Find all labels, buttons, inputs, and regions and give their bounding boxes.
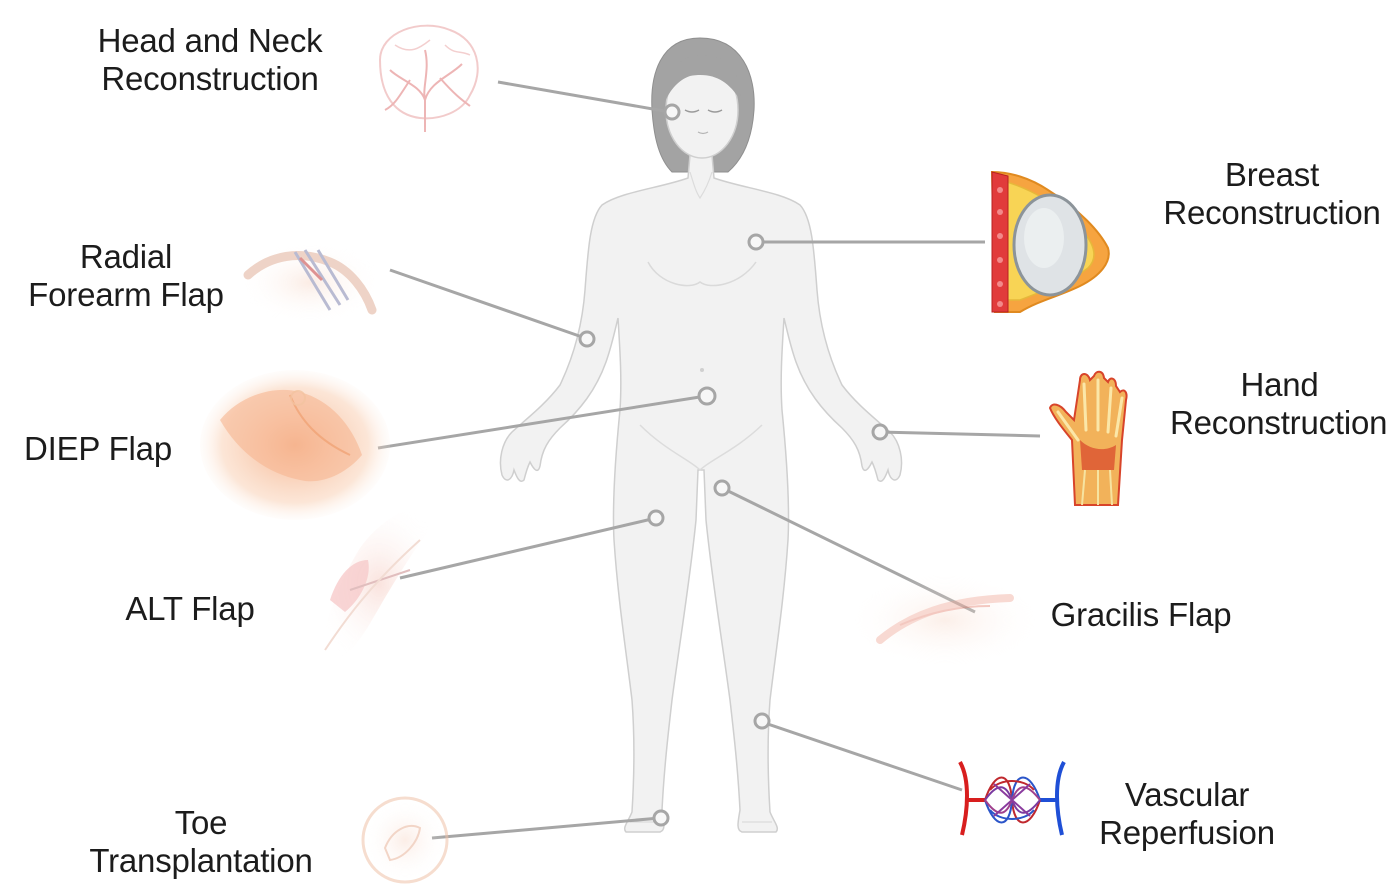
marker-radial — [580, 332, 594, 346]
label-alt-line1: ALT Flap — [110, 590, 270, 628]
label-radial: Radial Forearm Flap — [10, 238, 242, 314]
marker-breast — [749, 235, 763, 249]
gracilis-flap-icon — [855, 575, 1035, 665]
toe-icon — [363, 798, 447, 882]
label-head-neck-line2: Reconstruction — [74, 60, 346, 98]
label-hand: Hand Reconstruction — [1170, 366, 1399, 442]
body-silhouette — [500, 155, 901, 832]
label-hand-line2: Reconstruction — [1170, 404, 1399, 442]
leader-head-neck — [498, 82, 670, 112]
label-diep-line1: DIEP Flap — [10, 430, 186, 468]
label-breast-line2: Reconstruction — [1146, 194, 1398, 232]
leader-vascular — [762, 722, 962, 790]
label-diep: DIEP Flap — [10, 430, 186, 468]
marker-head-neck — [665, 105, 679, 119]
label-breast: Breast Reconstruction — [1146, 156, 1398, 232]
label-vascular-line1: Vascular — [1082, 776, 1292, 814]
forearm-flap-icon — [245, 245, 375, 320]
alt-flap-icon — [318, 505, 440, 663]
label-vascular-line2: Reperfusion — [1082, 814, 1292, 852]
label-head-neck: Head and Neck Reconstruction — [74, 22, 346, 98]
label-toe-line2: Transplantation — [70, 842, 332, 880]
label-gracilis: Gracilis Flap — [1036, 596, 1246, 634]
brain-vessels-icon — [380, 26, 478, 132]
marker-gracilis — [715, 481, 729, 495]
leader-radial — [390, 270, 585, 338]
marker-toe — [654, 811, 668, 825]
diep-flap-icon — [200, 370, 390, 520]
label-vascular: Vascular Reperfusion — [1082, 776, 1292, 852]
marker-diep — [699, 388, 715, 404]
marker-alt — [649, 511, 663, 525]
marker-hand — [873, 425, 887, 439]
label-gracilis-line1: Gracilis Flap — [1036, 596, 1246, 634]
label-hand-line1: Hand — [1170, 366, 1399, 404]
label-breast-line1: Breast — [1146, 156, 1398, 194]
label-radial-line2: Forearm Flap — [10, 276, 242, 314]
breast-section-icon — [992, 172, 1109, 312]
label-radial-line1: Radial — [10, 238, 242, 276]
label-alt: ALT Flap — [110, 590, 270, 628]
vascular-network-icon — [960, 762, 1064, 835]
label-head-neck-line1: Head and Neck — [74, 22, 346, 60]
leader-hand — [880, 432, 1040, 436]
marker-vascular — [755, 714, 769, 728]
label-toe-line1: Toe — [70, 804, 332, 842]
human-body-figure — [500, 38, 901, 832]
hand-skeleton-icon — [1050, 372, 1127, 505]
label-toe: Toe Transplantation — [70, 804, 332, 880]
